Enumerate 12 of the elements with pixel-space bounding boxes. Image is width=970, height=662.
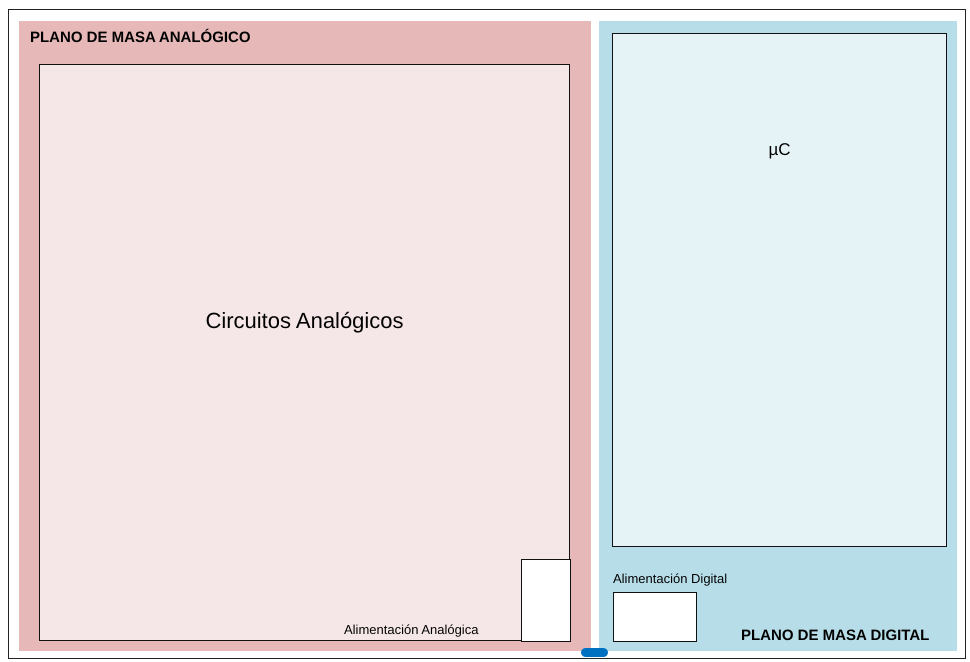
power-block	[613, 592, 697, 642]
block-label: Circuitos Analógicos	[205, 308, 404, 334]
plane-title: PLANO DE MASA ANALÓGICO	[30, 29, 251, 46]
board-outline	[8, 9, 966, 659]
block-label: µC	[768, 140, 791, 160]
power-label: Alimentación Analógica	[344, 622, 478, 637]
power-label: Alimentación Digital	[613, 571, 728, 586]
ground-link	[581, 648, 608, 657]
microcontroller-block	[612, 33, 947, 547]
plane-title: PLANO DE MASA DIGITAL	[741, 627, 930, 644]
ground-plane	[599, 21, 957, 651]
power-block	[521, 559, 571, 642]
